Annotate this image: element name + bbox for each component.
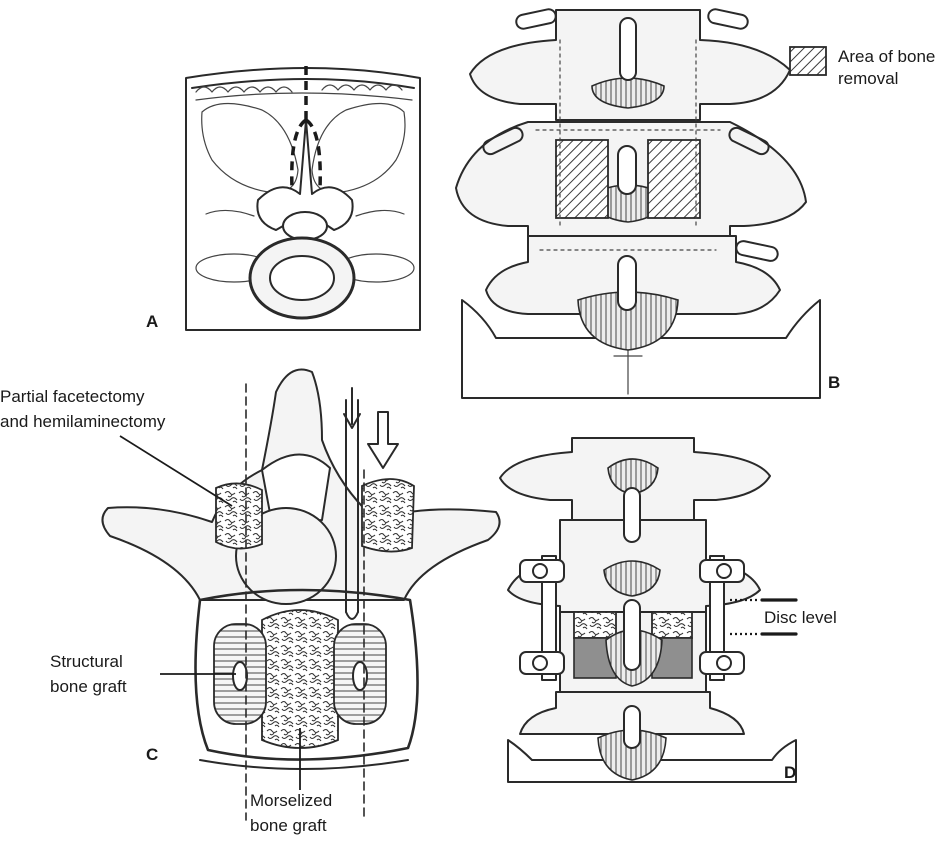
panel-c-insertion-arrow xyxy=(343,387,361,429)
panel-d-right-upper-screw-head xyxy=(699,559,745,583)
panel-c-insertion-instrument-shaft xyxy=(345,399,359,613)
panel-d-right-upper-screw-cap xyxy=(716,563,732,579)
panel-a-vertebral-body-inner xyxy=(269,255,335,301)
panel-a-transverse-processes xyxy=(205,209,405,217)
panel-b-mid-right-transverse-tip xyxy=(728,126,770,156)
panel-a-left-paraspinal-muscle xyxy=(201,102,299,194)
panel-c-right-graft-window xyxy=(352,661,368,691)
legend-label-line2: removal xyxy=(838,69,898,88)
panel-c-vertebral-body-rim xyxy=(194,588,419,761)
panel-d-spinous-1 xyxy=(623,487,641,543)
panel-a-spinal-canal xyxy=(282,211,328,241)
panel-c-instrument-tip xyxy=(345,611,359,620)
panel-d-right-rod xyxy=(709,555,725,681)
label-disc-level: Disc level xyxy=(764,608,837,627)
panel-d-spinous-3 xyxy=(623,705,641,749)
panel-d-upper-lamina-space xyxy=(607,458,659,495)
panel-a-posterior-elements xyxy=(256,119,354,231)
panel-b-mid-left-transverse-tip xyxy=(482,126,524,156)
label-facetectomy-line2: and hemilaminectomy xyxy=(0,412,166,431)
panel-d-right-graft-morsel xyxy=(651,611,693,639)
panel-c-interbody-graft-view: Partial facetectomy and hemilaminectomy … xyxy=(0,368,501,835)
panel-b-guide-dashed-lines xyxy=(535,39,721,251)
panel-b-posterior-view: Area of bone removal B xyxy=(455,8,935,399)
panel-c-left-facet-resected xyxy=(215,482,263,550)
panel-b-middle-spinous-process xyxy=(617,145,637,195)
panel-c-insertion-block-arrow xyxy=(367,411,399,469)
panel-a-right-paraspinal-muscle xyxy=(311,102,406,194)
panel-d-spinous-2 xyxy=(623,599,641,671)
panel-b-upper-spinous-process xyxy=(619,17,637,81)
panel-a-letter: A xyxy=(146,312,158,331)
leader-facetectomy xyxy=(119,435,233,507)
panel-a-axial-section: A xyxy=(146,66,421,331)
legend-label-line1: Area of bone xyxy=(838,47,935,66)
panel-d-left-graft-morsel xyxy=(573,611,617,639)
panel-b-lower-spinous-process xyxy=(617,255,637,311)
panel-c-left-graft-window xyxy=(232,661,248,691)
panel-d-sacrum-base xyxy=(507,739,797,783)
panel-d-left-rod xyxy=(541,555,557,681)
panel-d-second-lamina-space xyxy=(603,560,661,597)
panel-d-left-upper-screw-head xyxy=(519,559,565,583)
panel-c-endplate-line xyxy=(199,759,409,770)
panel-d-left-lower-screw-head xyxy=(519,651,565,675)
panel-b-upper-left-transverse-tip xyxy=(515,8,557,30)
panel-b-sacrum-base xyxy=(461,299,821,399)
legend-hatch-swatch xyxy=(789,46,827,76)
panel-a-frame xyxy=(185,67,421,331)
panel-c-spinous-base xyxy=(261,453,331,525)
panel-b-bone-removal-left xyxy=(555,139,609,219)
panel-a-subcutaneous-loops xyxy=(195,84,413,101)
panel-d-left-lower-screw-cap xyxy=(532,655,548,671)
panel-d-right-lower-screw-cap xyxy=(716,655,732,671)
label-structural-line1: Structural xyxy=(50,652,123,671)
panel-b-bone-removal-right xyxy=(647,139,701,219)
panel-d-left-upper-screw-cap xyxy=(532,563,548,579)
panel-d-letter: D xyxy=(784,763,796,782)
panel-b-low-right-transverse-tip xyxy=(735,240,779,262)
panel-c-right-facet-resected xyxy=(361,478,415,553)
panel-b-upper-right-transverse-tip xyxy=(707,8,749,30)
panel-a-skin-line xyxy=(191,78,415,89)
panel-b-letter: B xyxy=(828,373,840,392)
label-morselized-line1: Morselized xyxy=(250,791,332,810)
panel-d-instrumentation-view: Disc level D xyxy=(499,437,837,783)
panel-d-right-lower-screw-head xyxy=(699,651,745,675)
label-facetectomy-line1: Partial facetectomy xyxy=(0,387,145,406)
label-morselized-line2: bone graft xyxy=(250,816,327,835)
panel-c-letter: C xyxy=(146,745,158,764)
panel-c-morselized-graft xyxy=(261,609,339,749)
panel-a-incision-dashed-path xyxy=(290,66,322,189)
label-structural-line2: bone graft xyxy=(50,677,127,696)
